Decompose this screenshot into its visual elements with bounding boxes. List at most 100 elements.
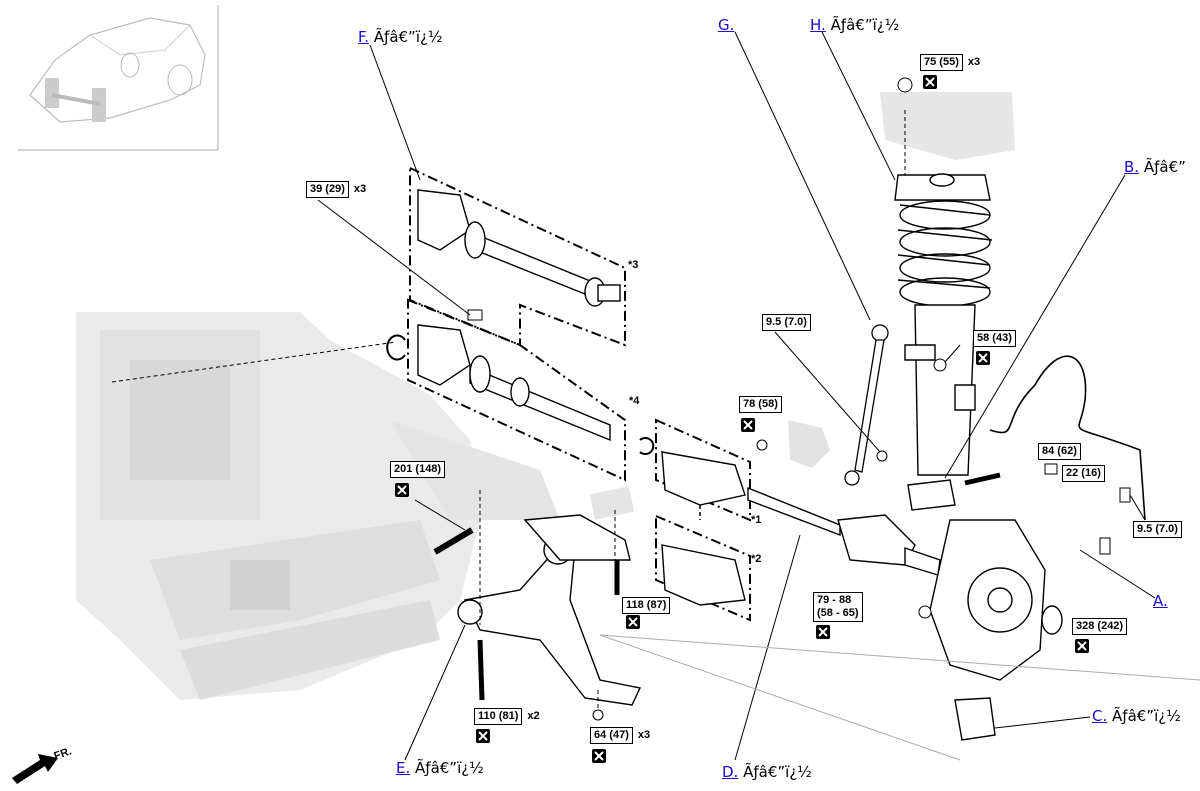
- torque-hub-nut: 328 (242): [1072, 618, 1128, 635]
- callout-c-text: Ãƒâ€”ï¿½: [1112, 707, 1181, 725]
- torque-abs-sensor: 9.5 (7.0): [1133, 521, 1182, 538]
- replace-part-icon: [626, 615, 640, 629]
- nut-icon: [897, 77, 913, 93]
- callout-g-link[interactable]: G.: [718, 16, 735, 34]
- torque-strut-bracket: 58 (43): [973, 330, 1016, 347]
- nut-icon: [756, 439, 768, 451]
- torque-value: 22 (16): [1062, 465, 1105, 482]
- torque-joint-bolt: 39 (29) x3: [306, 181, 366, 198]
- torque-value: 9.5 (7.0): [762, 314, 811, 331]
- replace-part-icon: [976, 351, 990, 365]
- callout-f: F. Ãƒâ€”ï¿½: [358, 28, 443, 46]
- strut-assembly: [894, 173, 993, 476]
- inboard-joint-lower: [417, 324, 611, 442]
- torque-value: 118 (87): [622, 597, 671, 614]
- torque-value: 64 (47): [590, 727, 633, 744]
- callout-d-text: Ãƒâ€”ï¿½: [743, 763, 812, 781]
- abs-sensor-wire: [989, 355, 1146, 521]
- torque-multiplier: x2: [527, 710, 540, 722]
- torque-value-line: 79 - 88: [817, 594, 852, 606]
- callout-e-link[interactable]: E.: [396, 759, 411, 777]
- abs-sensor: [1119, 487, 1131, 503]
- torque-value-line: (58 - 65): [817, 607, 859, 619]
- callout-b: B. Ãƒâ€”: [1124, 158, 1186, 176]
- replace-part-icon: [1075, 639, 1089, 653]
- torque-arm-front-bolt: 110 (81) x2: [474, 708, 540, 725]
- bracket-ghost: [788, 420, 830, 468]
- torque-subframe-bolt: 201 (148): [390, 461, 446, 478]
- circlip-icon: [386, 334, 406, 361]
- torque-multiplier: x3: [637, 729, 651, 741]
- callout-d-link[interactable]: D.: [722, 763, 739, 781]
- torque-ball-joint-nut: 79 - 88(58 - 65): [813, 592, 863, 622]
- torque-value: 201 (148): [390, 461, 446, 478]
- leader-lines: [317, 31, 1200, 761]
- torque-sensor-bracket: 22 (16): [1062, 465, 1105, 482]
- torque-value: 328 (242): [1072, 618, 1128, 635]
- torque-multiplier: x3: [353, 183, 367, 195]
- abs-sensor: [1099, 537, 1111, 555]
- stabilizer-link: [844, 324, 889, 486]
- callout-h-text: Ãƒâ€”ï¿½: [830, 16, 900, 34]
- note-marker-3: *3: [628, 259, 639, 271]
- replace-part-icon: [741, 418, 755, 432]
- callout-f-text: Ãƒâ€”ï¿½: [373, 28, 443, 46]
- callout-b-text: Ãƒâ€”: [1143, 158, 1186, 176]
- torque-stabilizer-link: 9.5 (7.0): [762, 314, 811, 331]
- callout-c-link[interactable]: C.: [1092, 707, 1108, 725]
- bolt-icon: [467, 309, 483, 321]
- callout-d: D. Ãƒâ€”ï¿½: [722, 763, 812, 781]
- torque-multiplier: x3: [967, 56, 981, 68]
- torque-strut-nut: 75 (55) x3: [920, 54, 980, 71]
- driveshaft: [747, 486, 941, 576]
- circlip-icon: [639, 437, 655, 455]
- callout-h: H. Ãƒâ€”ï¿½: [810, 16, 899, 34]
- torque-knuckle-bolt: 84 (62): [1038, 443, 1081, 460]
- bolt-icon: [477, 639, 485, 701]
- lower-control-arm: [457, 514, 642, 706]
- nut-icon: [918, 605, 932, 619]
- front-direction-arrow-icon: [12, 754, 58, 784]
- bolt-icon: [964, 472, 1001, 486]
- callout-b-link[interactable]: B.: [1124, 158, 1140, 176]
- torque-value: 9.5 (7.0): [1133, 521, 1182, 538]
- torque-arm-rear-bolt: 118 (87): [622, 597, 671, 614]
- torque-value: 78 (58): [739, 396, 782, 413]
- torque-value: 79 - 88(58 - 65): [813, 592, 863, 622]
- steering-knuckle: [907, 479, 1063, 741]
- torque-value: 84 (62): [1038, 443, 1081, 460]
- driveshaft-group-outlines: [407, 166, 751, 622]
- torque-value: 75 (55): [920, 54, 963, 71]
- callout-a: A.: [1153, 592, 1168, 610]
- engine-subframe-ghost: [76, 312, 560, 700]
- torque-value: 39 (29): [306, 181, 349, 198]
- pad-ghost: [589, 486, 635, 520]
- torque-value: 110 (81): [474, 708, 523, 725]
- replace-part-icon: [592, 749, 606, 763]
- replace-part-icon: [923, 75, 937, 89]
- callout-e-text: Ãƒâ€”ï¿½: [415, 759, 484, 777]
- torque-arm-nut: 64 (47) x3: [590, 727, 650, 744]
- cv-boots: [661, 451, 746, 606]
- axis-line: [111, 341, 397, 383]
- nut-icon: [876, 450, 888, 462]
- callout-e: E. Ãƒâ€”ï¿½: [396, 759, 484, 777]
- callout-h-link[interactable]: H.: [810, 16, 826, 34]
- replace-part-icon: [816, 625, 830, 639]
- note-marker-2: *2: [751, 553, 762, 565]
- callout-g: G.: [718, 16, 734, 34]
- callout-f-link[interactable]: F.: [358, 28, 369, 46]
- callout-c: C. Ãƒâ€”ï¿½: [1092, 707, 1181, 725]
- torque-value: 58 (43): [973, 330, 1016, 347]
- strut-mount-ghost: [880, 92, 1015, 160]
- replace-part-icon: [476, 729, 490, 743]
- bolt-icon: [433, 527, 474, 555]
- callout-a-link[interactable]: A.: [1153, 592, 1168, 610]
- torque-bracket-nut: 78 (58): [739, 396, 782, 413]
- inboard-joint-upper: [417, 189, 621, 307]
- replace-part-icon: [395, 483, 409, 497]
- nut-icon: [592, 709, 604, 721]
- note-marker-1: *1: [751, 514, 762, 526]
- vehicle-locator-inset: [18, 5, 219, 151]
